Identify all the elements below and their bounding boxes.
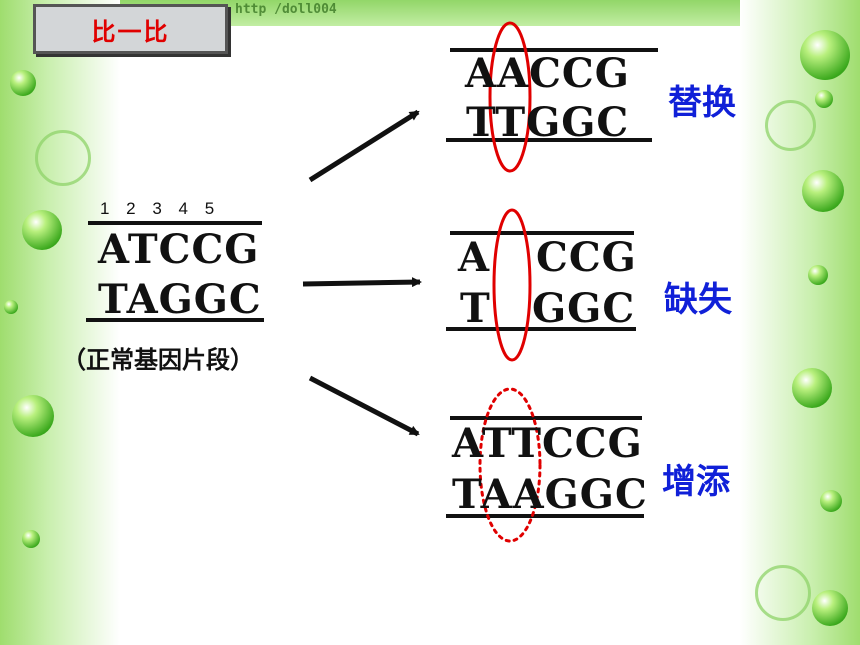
bubble-decoration <box>808 265 828 285</box>
left-decoration <box>0 0 120 645</box>
bubble-decoration <box>820 490 842 512</box>
bubble-decoration <box>812 590 848 626</box>
heart-decoration <box>765 100 816 151</box>
insertion-top-strand: ATTCCG <box>452 420 643 467</box>
deletion-bottom-right: GGC <box>532 285 636 332</box>
deletion-highlight <box>492 208 532 362</box>
insertion-bottom-strand: TAAGGC <box>452 471 648 518</box>
original-bottom-strand: TAGGC <box>98 276 262 323</box>
deletion-top-right: CCG <box>536 234 637 281</box>
bubble-decoration <box>792 368 832 408</box>
bubble-decoration <box>22 530 40 548</box>
title-box: 比一比 <box>33 4 228 54</box>
bubble-decoration <box>10 70 36 96</box>
bubble-decoration <box>12 395 54 437</box>
bubble-decoration <box>800 30 850 80</box>
position-numbers: 1 2 3 4 5 <box>100 199 221 218</box>
heart-decoration <box>35 130 91 186</box>
original-caption: （正常基因片段） <box>62 346 254 374</box>
arrow-to-insertion <box>308 375 420 437</box>
substitution-top-strand: AACCG <box>465 50 630 97</box>
substitution-label: 替换 <box>668 83 736 123</box>
substitution-bottom-strand: TTGGC <box>466 99 630 146</box>
arrow-to-substitution <box>308 109 420 183</box>
insertion-label: 增添 <box>662 462 730 502</box>
deletion-top-left: A <box>458 234 491 281</box>
insertion-highlight <box>478 387 542 543</box>
url-watermark: http /doll004 <box>235 2 337 17</box>
arrow-to-deletion <box>302 277 422 288</box>
deletion-bottom-left: T <box>460 285 491 332</box>
bubble-decoration <box>815 90 833 108</box>
heart-decoration <box>755 565 811 621</box>
deletion-label: 缺失 <box>664 280 732 320</box>
original-top-strand: ATCCG <box>98 226 260 273</box>
bubble-decoration <box>4 300 18 314</box>
substitution-highlight <box>488 21 532 173</box>
page-title: 比一比 <box>91 17 170 46</box>
bubble-decoration <box>802 170 844 212</box>
bubble-decoration <box>22 210 62 250</box>
